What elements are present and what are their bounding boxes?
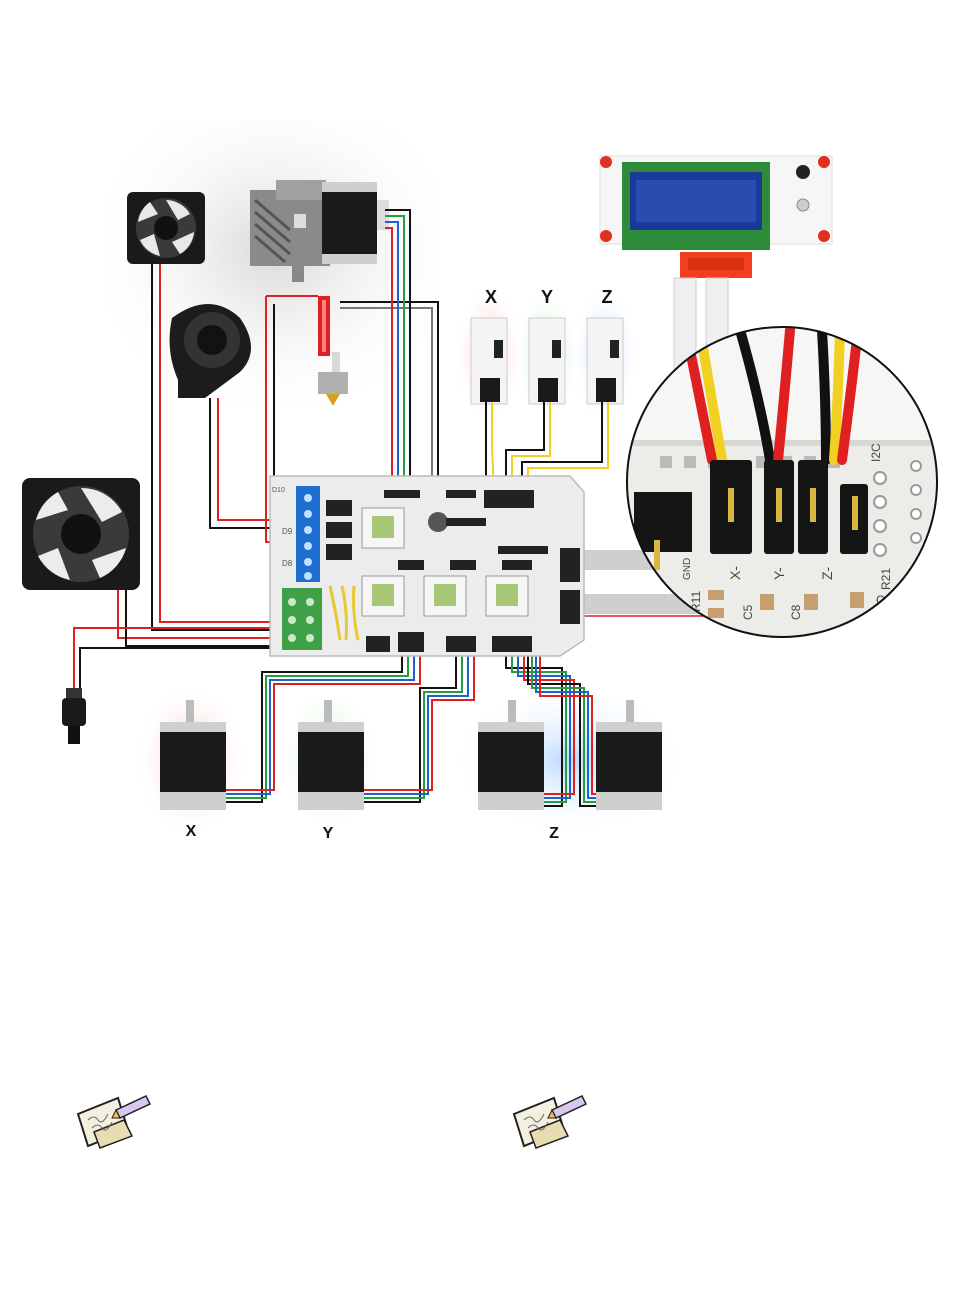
zoom-pin-label-z: Z- (819, 566, 835, 580)
endstop-x-label: X (485, 287, 497, 307)
motor-z-right (596, 700, 662, 810)
endstop-zoom-detail: X- Y- Z- I2C R11 GND C5 C8 R21 C (626, 326, 938, 638)
lcd-display (599, 155, 833, 278)
exp2-header (560, 590, 580, 624)
stepper-driver-x (361, 575, 405, 617)
dc-power-jack (62, 688, 86, 744)
stepper-driver-y (423, 575, 467, 617)
zoom-silk-c5: C5 (741, 604, 755, 620)
extruder-assembly (250, 180, 389, 282)
hotend (318, 296, 348, 406)
zoom-silk-r11: R11 (689, 591, 703, 612)
stepper-driver-z (485, 575, 529, 617)
zoom-silk-c8: C8 (789, 604, 803, 620)
motor-z-left (478, 700, 544, 810)
zoom-silk-gnd: GND (682, 558, 693, 580)
motor-y (298, 700, 364, 810)
zoom-silk-r21: R21 (879, 568, 893, 590)
ramps-board: D10 D9 D8 (269, 475, 585, 657)
endstop-x (470, 317, 508, 405)
terminal-label-d10: D10 (272, 487, 285, 494)
motor-y-label: Y (323, 825, 334, 842)
zoom-silk-i2c: I2C (869, 443, 883, 462)
terminal-label-d9: D9 (282, 527, 293, 536)
motor-x-label: X (186, 823, 197, 840)
endstop-z (586, 317, 624, 405)
endstop-y (528, 317, 566, 405)
motor-z-label: Z (549, 825, 559, 842)
zoom-pin-label-x: X- (727, 566, 743, 580)
endstop-y-label: Y (541, 287, 553, 307)
exp1-header (560, 548, 580, 582)
note-pad-icon (512, 1095, 588, 1149)
stepper-driver-e (361, 507, 405, 549)
endstop-z-label: Z (602, 287, 613, 307)
note-pad-icon (76, 1095, 152, 1149)
extruder-fan (127, 192, 205, 264)
input-terminal-block (282, 588, 322, 650)
motor-x (160, 700, 226, 810)
terminal-label-d8: D8 (282, 559, 293, 568)
zoom-silk-c: C (876, 593, 885, 607)
board-cooling-fan (22, 478, 140, 590)
blower-fan (169, 304, 251, 398)
zoom-pin-label-y: Y- (771, 567, 787, 580)
